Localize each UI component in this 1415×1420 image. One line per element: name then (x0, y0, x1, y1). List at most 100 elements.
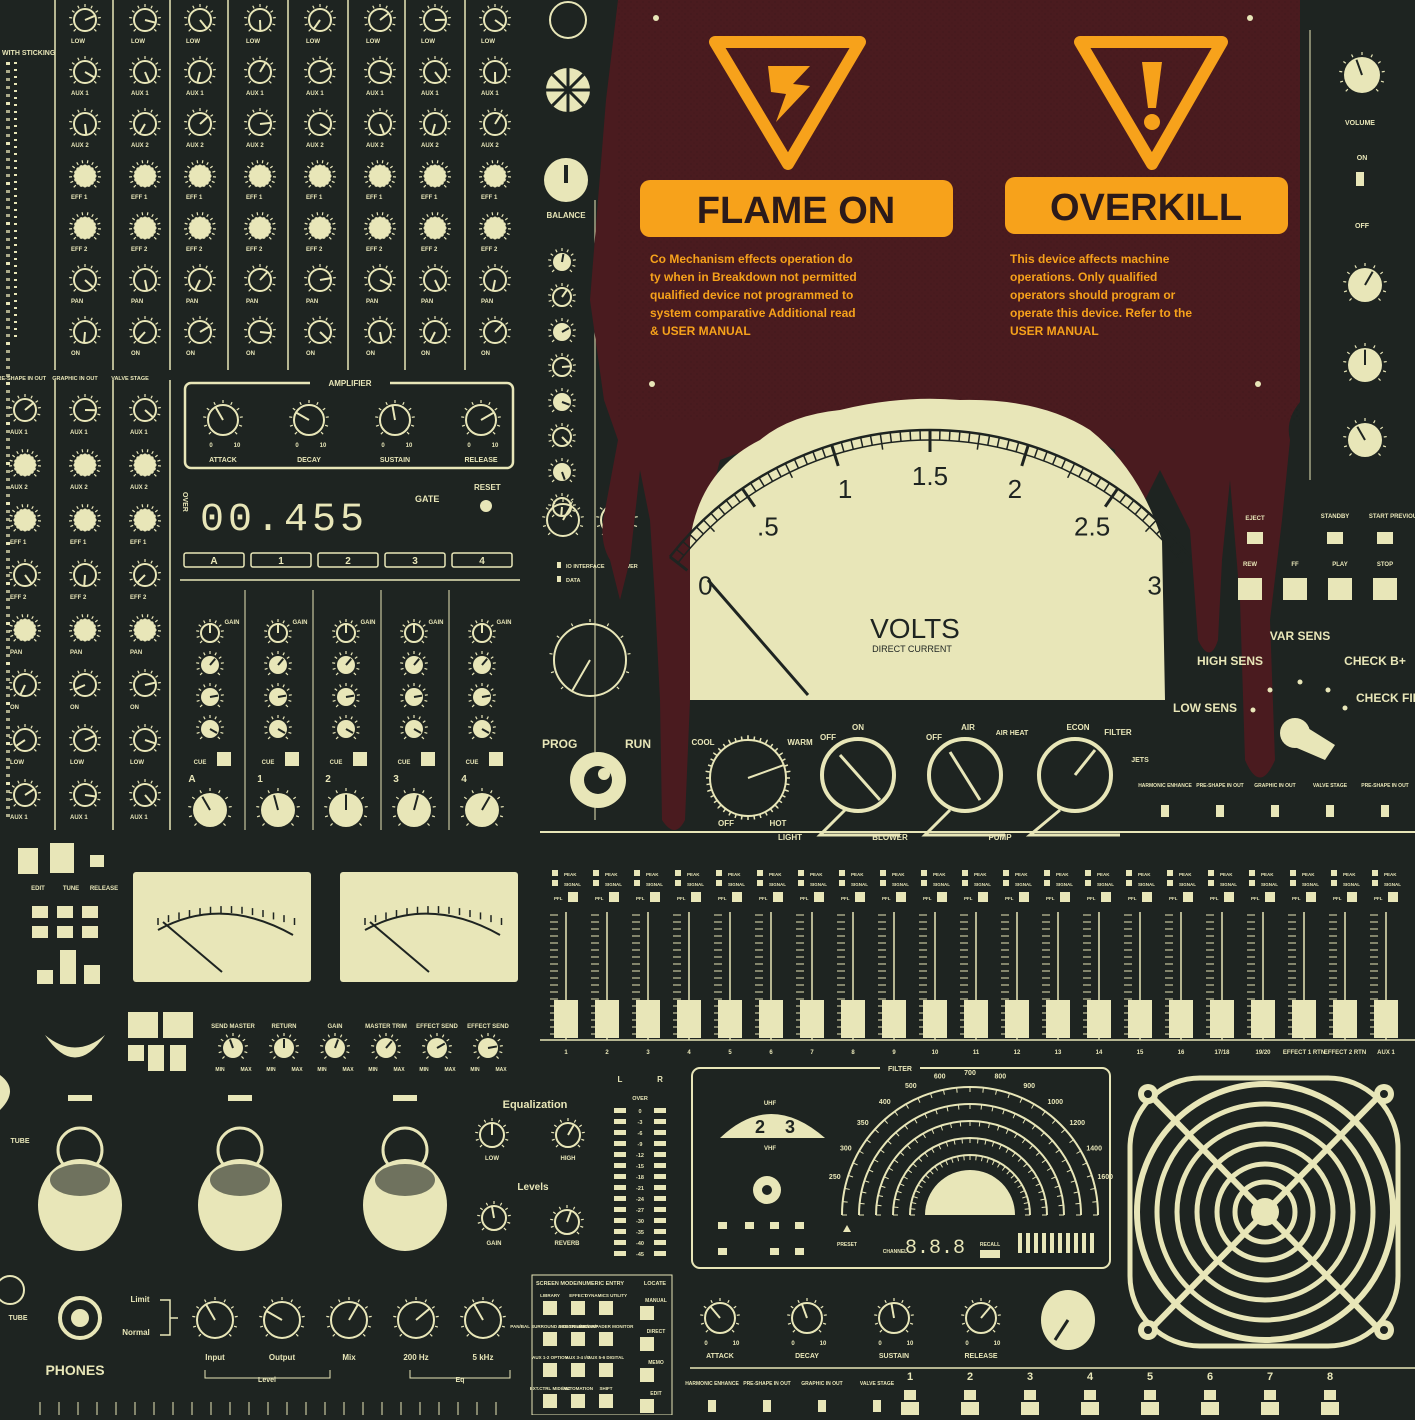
channel-fader[interactable] (1333, 1000, 1357, 1038)
channel-fader[interactable] (1005, 1000, 1029, 1038)
toggle-switch[interactable] (1161, 805, 1169, 817)
synth-button[interactable] (82, 926, 98, 938)
power-toggle[interactable] (1356, 172, 1364, 186)
reset-button[interactable] (480, 500, 492, 512)
screen-mode-button[interactable] (571, 1332, 585, 1346)
cue-button[interactable] (217, 752, 231, 766)
transport-button[interactable] (1238, 578, 1262, 600)
cue-button[interactable] (421, 752, 435, 766)
synth-button[interactable] (82, 906, 98, 918)
pfl-button[interactable] (732, 892, 742, 902)
channel-fader[interactable] (1087, 1000, 1111, 1038)
channel-fader[interactable] (841, 1000, 865, 1038)
preset-button[interactable] (718, 1222, 727, 1229)
pfl-button[interactable] (773, 892, 783, 902)
screen-mode-button[interactable] (599, 1363, 613, 1377)
pfl-button[interactable] (814, 892, 824, 902)
channel-fader[interactable] (1251, 1000, 1275, 1038)
screen-mode-button[interactable] (599, 1332, 613, 1346)
screen-mode-button[interactable] (571, 1394, 585, 1408)
channel-fader[interactable] (800, 1000, 824, 1038)
screen-mode-button[interactable] (599, 1394, 613, 1408)
channel-fader[interactable] (636, 1000, 660, 1038)
channel-fader[interactable] (1169, 1000, 1193, 1038)
pfl-button[interactable] (1060, 892, 1070, 902)
channel-fader[interactable] (554, 1000, 578, 1038)
screen-mode-button[interactable] (543, 1363, 557, 1377)
pad-button[interactable] (163, 1012, 193, 1038)
pfl-button[interactable] (568, 892, 578, 902)
transport-button[interactable] (1328, 578, 1352, 600)
toggle-switch[interactable] (1271, 805, 1279, 817)
pfl-button[interactable] (691, 892, 701, 902)
channel-fader[interactable] (1292, 1000, 1316, 1038)
key-button[interactable] (1321, 1402, 1339, 1415)
preset-button[interactable] (795, 1248, 804, 1255)
channel-fader[interactable] (1374, 1000, 1398, 1038)
channel-fader[interactable] (1210, 1000, 1234, 1038)
screen-mode-button[interactable] (571, 1363, 585, 1377)
channel-fader[interactable] (759, 1000, 783, 1038)
locate-button[interactable] (640, 1306, 654, 1320)
channel-fader[interactable] (964, 1000, 988, 1038)
locate-button[interactable] (640, 1337, 654, 1351)
toggle-switch[interactable] (1216, 805, 1224, 817)
recall-button[interactable] (980, 1250, 1000, 1258)
key-button[interactable] (1021, 1402, 1039, 1415)
key-button[interactable] (1261, 1402, 1279, 1415)
toggle-switch[interactable] (873, 1400, 881, 1412)
toggle-switch[interactable] (1326, 805, 1334, 817)
deck-button[interactable] (1247, 532, 1263, 544)
toggle-switch[interactable] (1381, 805, 1389, 817)
screen-mode-button[interactable] (599, 1301, 613, 1315)
synth-button[interactable] (57, 926, 73, 938)
screen-mode-button[interactable] (543, 1394, 557, 1408)
pfl-button[interactable] (937, 892, 947, 902)
cue-button[interactable] (285, 752, 299, 766)
screen-mode-button[interactable] (543, 1332, 557, 1346)
channel-fader[interactable] (718, 1000, 742, 1038)
locate-button[interactable] (640, 1399, 654, 1413)
transport-button[interactable] (1373, 578, 1397, 600)
pfl-button[interactable] (1347, 892, 1357, 902)
pfl-button[interactable] (1306, 892, 1316, 902)
pfl-button[interactable] (1019, 892, 1029, 902)
screen-mode-button[interactable] (543, 1301, 557, 1315)
preset-button[interactable] (795, 1222, 804, 1229)
preset-button[interactable] (770, 1248, 779, 1255)
toggle-switch[interactable] (818, 1400, 826, 1412)
cue-button[interactable] (489, 752, 503, 766)
preset-button[interactable] (745, 1222, 754, 1229)
deck-button[interactable] (1327, 532, 1343, 544)
deck-button[interactable] (1377, 532, 1393, 544)
cue-button[interactable] (353, 752, 367, 766)
synth-button[interactable] (57, 906, 73, 918)
channel-fader[interactable] (1128, 1000, 1152, 1038)
transport-button[interactable] (1283, 578, 1307, 600)
pfl-button[interactable] (855, 892, 865, 902)
synth-button[interactable] (32, 906, 48, 918)
locate-button[interactable] (640, 1368, 654, 1382)
preset-button[interactable] (770, 1222, 779, 1229)
pfl-button[interactable] (609, 892, 619, 902)
key-button[interactable] (901, 1402, 919, 1415)
screen-mode-button[interactable] (571, 1301, 585, 1315)
key-button[interactable] (1081, 1402, 1099, 1415)
channel-fader[interactable] (882, 1000, 906, 1038)
preset-button[interactable] (718, 1248, 727, 1255)
key-button[interactable] (1141, 1402, 1159, 1415)
toggle-switch[interactable] (763, 1400, 771, 1412)
pfl-button[interactable] (1183, 892, 1193, 902)
channel-fader[interactable] (923, 1000, 947, 1038)
pfl-button[interactable] (978, 892, 988, 902)
pfl-button[interactable] (896, 892, 906, 902)
pad-button[interactable] (128, 1012, 158, 1038)
channel-fader[interactable] (1046, 1000, 1070, 1038)
pfl-button[interactable] (650, 892, 660, 902)
channel-fader[interactable] (677, 1000, 701, 1038)
pfl-button[interactable] (1224, 892, 1234, 902)
pfl-button[interactable] (1265, 892, 1275, 902)
key-button[interactable] (961, 1402, 979, 1415)
key-button[interactable] (1201, 1402, 1219, 1415)
channel-fader[interactable] (595, 1000, 619, 1038)
